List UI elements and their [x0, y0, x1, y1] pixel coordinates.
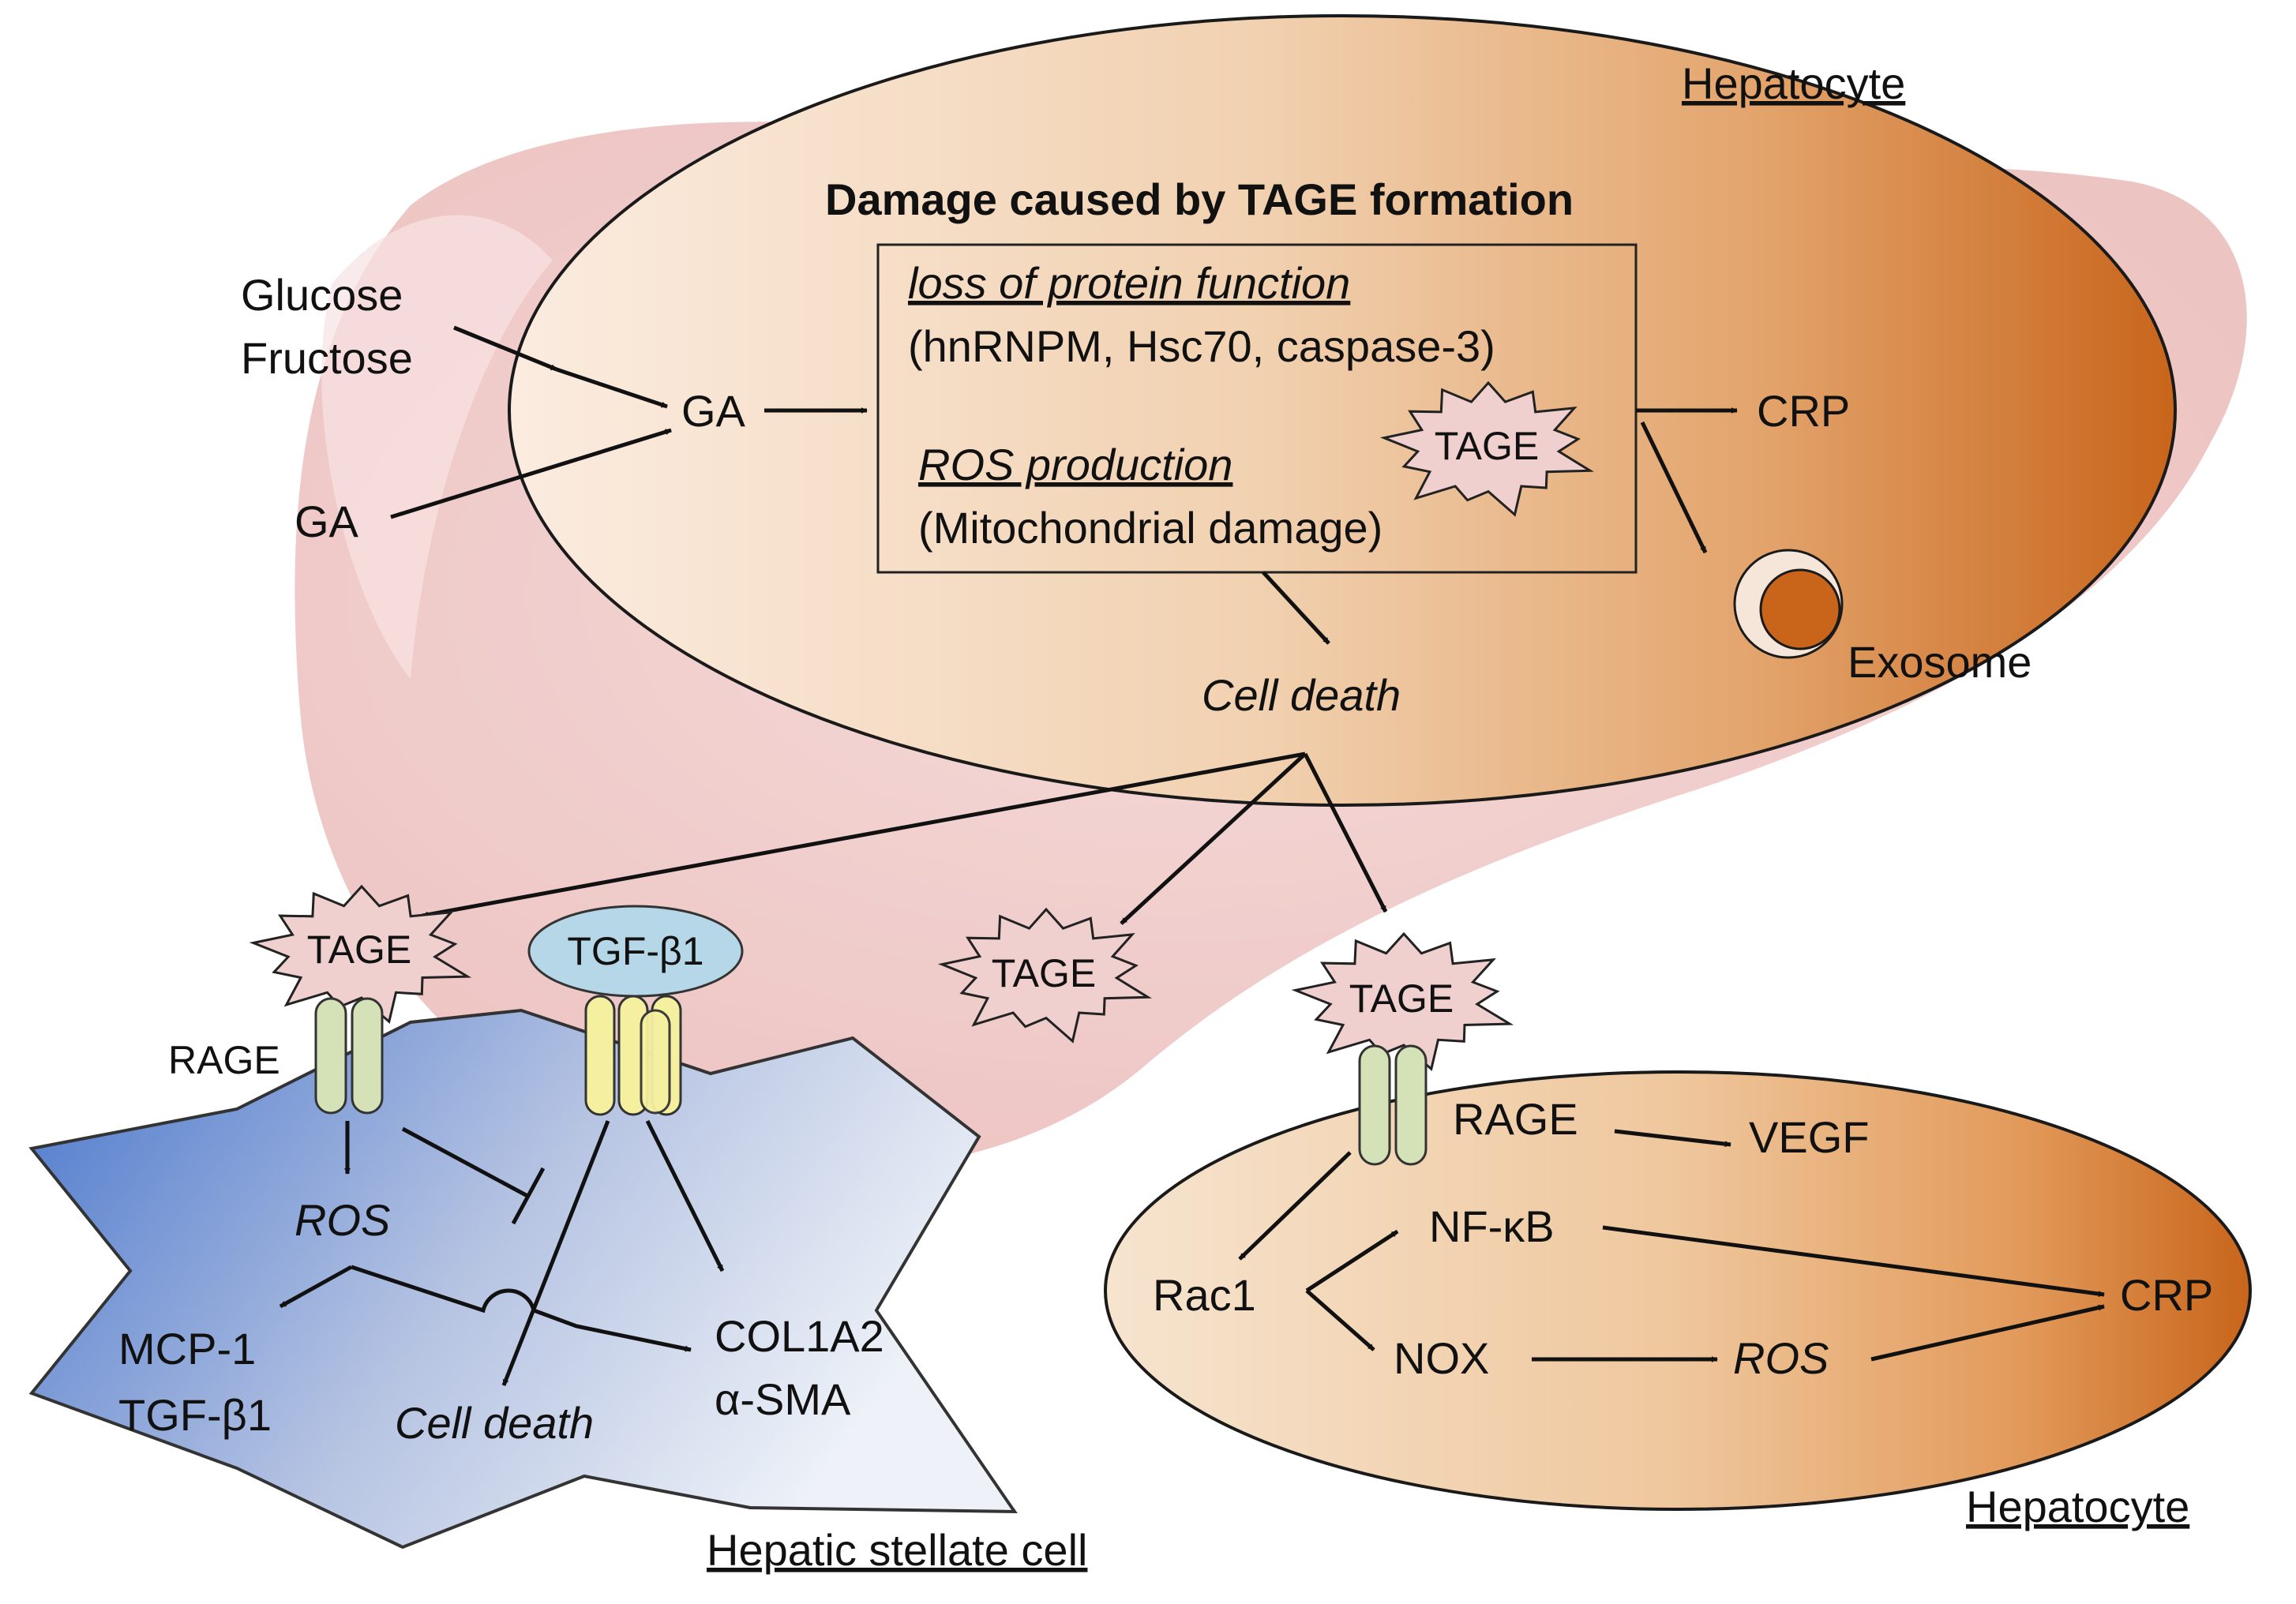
sma-label: α-SMA: [715, 1374, 851, 1424]
ros-production-heading: ROS production: [918, 440, 1232, 489]
vegf-label: VEGF: [1749, 1112, 1869, 1162]
cell-death-label-top: Cell death: [1202, 670, 1401, 720]
stellate-cell: Hepatic stellate cell TAGE RAGE TGF-β1: [28, 884, 1087, 1575]
tgf-ligand-label: TGF-β1: [567, 929, 703, 973]
stellate-cell-membrane: [28, 1008, 1018, 1550]
arrow-tgf-col1a2: [645, 1119, 725, 1272]
ros-production-detail: (Mitochondrial damage): [918, 503, 1382, 553]
tage-label-box: TAGE: [1435, 424, 1539, 468]
rage-label-hepatocyte: RAGE: [1453, 1094, 1578, 1144]
tage-burst-free: TAGE: [937, 907, 1152, 1044]
arrow-ros-crp: [1870, 1304, 2105, 1362]
nfkb-label: NF-κB: [1429, 1201, 1555, 1251]
glucose-label: Glucose: [241, 270, 403, 320]
arrow-rac1-nox: [1305, 1289, 1375, 1351]
tgf-receptor: [584, 995, 682, 1116]
cell-death-release-arrows: [422, 751, 1388, 925]
rac1-label: Rac1: [1153, 1270, 1256, 1320]
tage-burst-stellate: TAGE: [249, 884, 472, 1024]
tage-burst-box: TAGE: [1379, 380, 1594, 517]
nox-label: NOX: [1394, 1333, 1489, 1383]
bottom-hepatocyte: Hepatocyte TAGE RAGE VEGF NF-κB Rac1 NOX…: [1104, 931, 2252, 1531]
tage-burst-hepatocyte: TAGE: [1291, 931, 1514, 1071]
diagram-title: Damage caused by TAGE formation: [825, 174, 1574, 224]
inhibition-rage-tgf: [401, 1126, 546, 1225]
exosome: [1733, 549, 1844, 659]
ros-label-stellate: ROS: [295, 1195, 390, 1245]
rage-receptor-hepatocyte: [1358, 1044, 1427, 1166]
ga-external-label: GA: [295, 497, 359, 546]
cell-death-label-stellate: Cell death: [395, 1398, 594, 1448]
tage-label-stellate: TAGE: [307, 928, 411, 972]
exosome-label: Exosome: [1848, 637, 2032, 687]
ga-internal-label: GA: [681, 386, 746, 436]
arrow-tgf-cell-death: [501, 1120, 610, 1386]
arrow-rac1-nfkb: [1305, 1229, 1399, 1293]
arrow-box-exosome: [1640, 421, 1708, 554]
arrow-death-hepatocyte: [1303, 752, 1388, 913]
arrow-ros-mcp1: [279, 1265, 353, 1309]
rage-label-stellate: RAGE: [168, 1038, 280, 1082]
stellate-cell-label: Hepatic stellate cell: [707, 1525, 1087, 1575]
ros-label-hepatocyte: ROS: [1733, 1333, 1829, 1383]
arrow-death-stellate: [422, 751, 1306, 918]
protein-loss-detail: (hnRNPM, Hsc70, caspase-3): [908, 321, 1495, 371]
arrow-box-cell-death: [1262, 571, 1330, 645]
arrow-sugar-ga-1: [453, 325, 557, 372]
top-hepatocyte: Hepatocyte Damage caused by TAGE formati…: [241, 14, 2177, 807]
protein-loss-heading: loss of protein function: [908, 258, 1350, 308]
arrow-sugar-ga-2: [556, 367, 668, 409]
top-hepatocyte-label: Hepatocyte: [1682, 58, 1905, 108]
mcp1-label: MCP-1: [118, 1324, 256, 1374]
bottom-hepatocyte-label: Hepatocyte: [1966, 1482, 2189, 1531]
rage-receptor-stellate: [314, 997, 384, 1115]
arrow-ga-external: [390, 428, 672, 519]
arrow-rage-rac1: [1238, 1151, 1352, 1261]
bottom-hepatocyte-membrane: [1104, 1070, 2252, 1511]
arrow-nfkb-crp: [1602, 1225, 2105, 1298]
col1a2-label: COL1A2: [715, 1311, 884, 1361]
arrow-death-tage: [1120, 752, 1307, 925]
tage-label-free: TAGE: [992, 951, 1096, 995]
crp-label-top: CRP: [1757, 386, 1850, 436]
fructose-label: Fructose: [241, 333, 413, 383]
tgf-product-label: TGF-β1: [118, 1390, 272, 1440]
arrow-rage-vegf: [1614, 1129, 1731, 1148]
tage-label-hepatocyte: TAGE: [1349, 976, 1454, 1021]
crp-label-bottom: CRP: [2120, 1270, 2213, 1320]
